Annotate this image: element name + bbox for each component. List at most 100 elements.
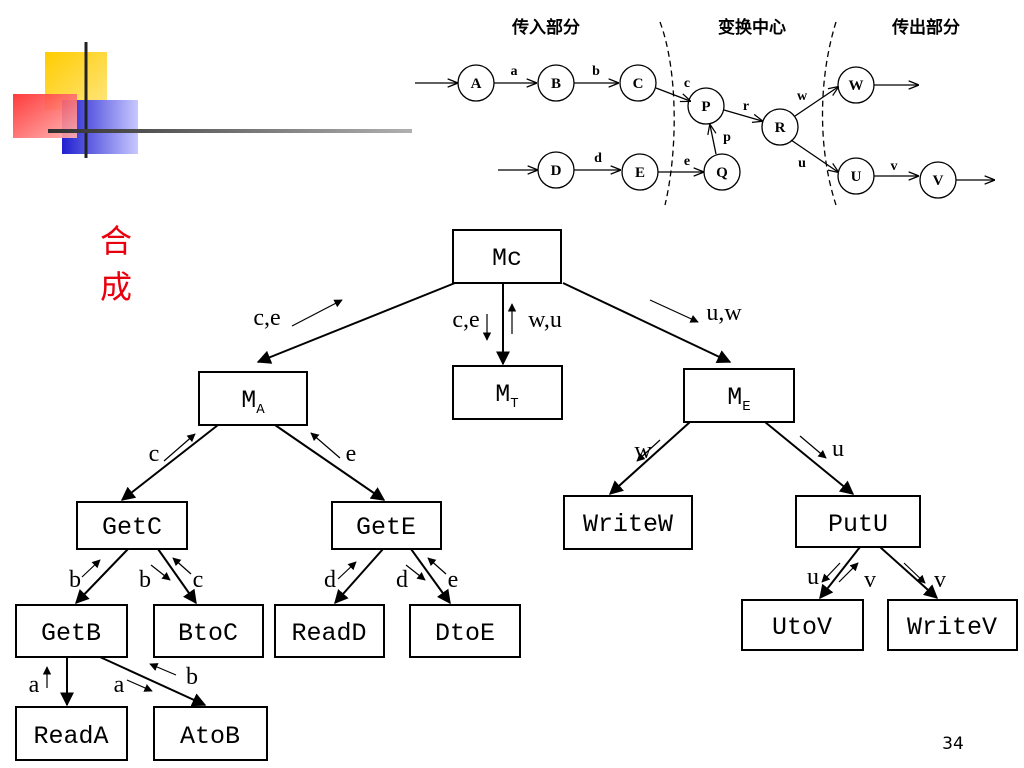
flow-node-p — [687, 87, 725, 125]
section-label-transform: 变换中心 — [718, 17, 786, 38]
flow-node-q — [703, 153, 741, 191]
module-dtoe-box — [409, 604, 521, 658]
link-gete-readd — [334, 548, 384, 605]
flow-label-gete-dtoe-e: e — [448, 567, 459, 593]
flow-label-ma-gete: e — [346, 441, 357, 467]
flow-label-putu-writev: v — [934, 567, 946, 593]
link-putu-writev — [879, 546, 939, 599]
flow-label-getc-btoc-b: b — [139, 567, 151, 593]
module-mc-box — [452, 229, 562, 284]
module-getc-box — [76, 501, 188, 550]
flow-label-getb-atob-b: b — [186, 664, 198, 690]
flow-edge-b: b — [592, 64, 600, 79]
module-dtoe-label: DtoE — [435, 619, 495, 648]
module-writew-box — [563, 495, 693, 550]
module-atob-box — [153, 706, 268, 761]
flow-node-b-label: B — [551, 76, 561, 92]
flow-node-r — [761, 108, 799, 146]
flow-node-a-label: A — [471, 76, 482, 92]
flow-label-me-putu: u — [832, 436, 844, 462]
flow-node-c-label: C — [633, 76, 644, 92]
flow-label-gete-dtoe-d: d — [396, 567, 408, 593]
flow-label-mc-mt-down: c,e — [452, 307, 479, 333]
flow-label-mc-mt-up: w,u — [528, 307, 562, 333]
flow-edge-w: w — [797, 89, 808, 104]
flow-label-putu-utov-v: v — [864, 567, 876, 593]
decorative-logo — [13, 42, 412, 158]
flow-node-e-label: E — [635, 165, 645, 181]
flow-label-getc-getb: b — [69, 567, 81, 593]
link-putu-utov — [819, 546, 861, 600]
module-me-box — [683, 368, 795, 423]
flow-label-getb-atob-a: a — [114, 672, 125, 698]
link-getb-atob — [99, 656, 207, 707]
link-mc-me — [562, 282, 732, 363]
flow-label-getb-reada: a — [29, 672, 40, 698]
flow-edge-u: u — [798, 156, 806, 171]
flow-edge-c: c — [684, 76, 690, 91]
module-utov-label: UtoV — [772, 613, 832, 642]
link-getc-btoc — [157, 548, 197, 605]
flow-edge-a: a — [511, 64, 518, 79]
flow-edge-d: d — [594, 151, 602, 166]
flow-node-w-label: W — [849, 78, 864, 94]
boundary-left — [659, 21, 675, 206]
module-getc-label: GetC — [102, 513, 162, 542]
flow-node-u-label: U — [851, 169, 862, 185]
link-me-writew — [608, 421, 691, 495]
flow-node-r-label: R — [775, 120, 786, 136]
flow-label-ma-getc: c — [149, 441, 160, 467]
flow-edge-e: e — [684, 154, 690, 169]
flow-label-me-writew: w — [634, 438, 652, 464]
module-writev-box — [887, 599, 1018, 651]
boundary-right — [821, 21, 837, 206]
link-ma-gete — [274, 424, 386, 501]
flow-node-v-label: V — [933, 173, 944, 189]
section-label-output: 传出部分 — [891, 17, 960, 38]
flow-label-mc-me: u,w — [706, 300, 742, 326]
flow-node-c — [619, 64, 657, 102]
flow-node-p-label: P — [701, 99, 710, 115]
flow-label-putu-utov-u: u — [807, 564, 819, 590]
module-reada-label: ReadA — [33, 722, 108, 751]
module-readd-label: ReadD — [291, 619, 366, 648]
link-me-putu — [764, 421, 855, 495]
module-btoc-label: BtoC — [178, 619, 238, 648]
module-me-label: ME — [727, 383, 750, 415]
module-btoc-box — [153, 604, 264, 658]
structure-chart: Mc MA MT ME GetC GetE WriteW PutU GetB B… — [15, 229, 1018, 761]
flow-label-getc-btoc-c: c — [193, 567, 204, 593]
module-mt-label: MT — [495, 380, 518, 412]
module-atob-label: AtoB — [180, 722, 240, 751]
flow-label-gete-readd: d — [324, 567, 336, 593]
module-writew-label: WriteW — [583, 510, 673, 539]
module-putu-box — [795, 495, 921, 548]
link-gete-dtoe — [410, 548, 451, 605]
flow-node-d-label: D — [551, 163, 562, 179]
flow-diagram: 传入部分 变换中心 传出部分 A — [415, 17, 994, 206]
module-mc-label: Mc — [492, 244, 522, 273]
flow-edge-r: r — [743, 99, 749, 114]
side-title-char-2: 成 — [100, 268, 132, 306]
module-gete-label: GetE — [356, 513, 416, 542]
module-gete-box — [331, 501, 442, 550]
module-getb-label: GetB — [41, 619, 101, 648]
link-ma-getc — [120, 424, 219, 501]
side-title-char-1: 合 — [100, 222, 132, 260]
module-mt-box — [452, 365, 563, 420]
flow-edge-v: v — [891, 159, 898, 174]
section-label-input: 传入部分 — [511, 17, 580, 38]
module-reada-box — [15, 706, 128, 761]
module-writev-label: WriteV — [907, 613, 997, 642]
module-ma-label: MA — [241, 386, 265, 418]
module-readd-box — [274, 604, 385, 658]
page-number: 34 — [942, 734, 964, 754]
flow-edge-p: p — [723, 130, 731, 145]
flow-label-mc-ma: c,e — [253, 305, 280, 331]
module-getb-box — [15, 604, 128, 658]
link-getc-getb — [75, 548, 129, 605]
flow-node-q-label: Q — [716, 165, 728, 181]
link-mc-ma — [256, 282, 456, 364]
module-ma-box — [198, 371, 308, 426]
